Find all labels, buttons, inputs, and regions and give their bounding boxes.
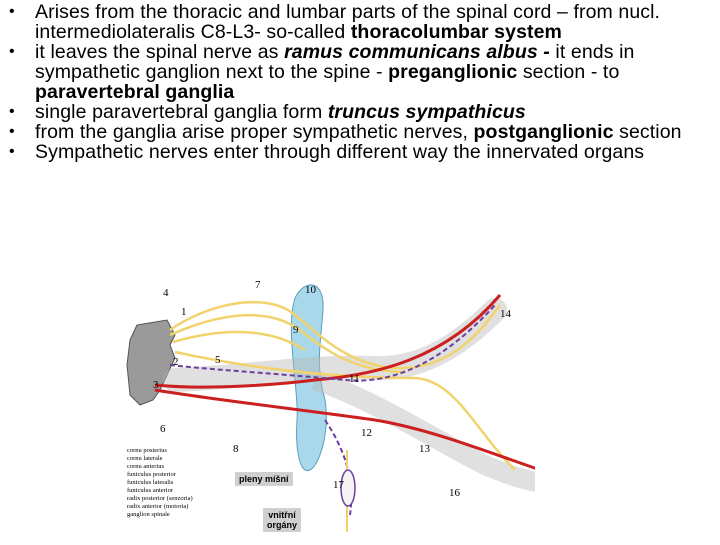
bullet-item: • from the ganglia arise proper sympathe…: [0, 122, 720, 142]
figure-number: 11: [349, 373, 360, 385]
legend-item: funiculus lateralis: [127, 479, 174, 486]
bullet-text: it leaves the spinal nerve as ramus comm…: [35, 41, 634, 103]
bullet-list: • Arises from the thoracic and lumbar par…: [0, 2, 720, 162]
legend-item: radix anterior (motoria): [127, 503, 188, 510]
bullet-emphasis: truncus sympathicus: [327, 101, 526, 123]
bullet-text-run: single paravertebral ganglia form: [35, 101, 328, 123]
bullet-emphasis: paravertebral ganglia: [35, 81, 235, 103]
spinal-cord-illustration: 1 2 3 4 5 6 7 8 9 10 11 12 13 14 15 16 1…: [126, 279, 565, 532]
bullet-text: Sympathetic nerves enter through differe…: [35, 141, 644, 163]
bullet-dot: •: [9, 43, 15, 60]
legend-item: cornu laterale: [127, 455, 163, 462]
legend-item: radix posterior (senzoria): [127, 495, 193, 502]
legend-item: cornu anterius: [127, 463, 164, 470]
bullet-text-run: from the ganglia arise proper sympatheti…: [35, 121, 474, 143]
bullet-dot: •: [9, 103, 15, 120]
bullet-text: single paravertebral ganglia form truncu…: [35, 101, 526, 123]
bullet-dot: •: [9, 3, 15, 20]
lower-branch-trunk: [311, 370, 547, 494]
sensory-fibers: [169, 300, 516, 471]
organs-label-line: vnitřní: [268, 510, 296, 520]
bullet-item: • it leaves the spinal nerve as ramus co…: [0, 42, 720, 102]
figure-number: 7: [255, 279, 261, 291]
bullet-emphasis: postganglionic: [473, 121, 614, 143]
figure-number: 4: [163, 287, 169, 299]
organs-label-line: orgány: [267, 520, 298, 530]
bullet-text-run: section - to: [517, 61, 620, 83]
preganglionic-fibers: [154, 294, 556, 477]
bullet-emphasis: ramus communicans albus -: [284, 41, 550, 63]
bullet-dot: •: [9, 123, 15, 140]
bullet-item: • Arises from the thoracic and lumbar par…: [0, 2, 720, 42]
bullet-text-run: Sympathetic nerves enter through differe…: [35, 141, 645, 163]
figure-number: 10: [305, 284, 317, 296]
figure-numbers: 1 2 3 4 5 6 7 8 9 10 11 12 13 14 15 16 1…: [153, 279, 565, 499]
legend-item: ganglion spinale: [127, 511, 170, 518]
figure-number: 14: [500, 308, 512, 320]
spinal-nerve-trunk: [163, 298, 507, 392]
figure-number: 12: [361, 427, 372, 439]
figure-legend: cornu posterius cornu laterale cornu ant…: [127, 447, 193, 518]
bullet-text-run: it leaves the spinal nerve as: [35, 41, 285, 63]
bullet-emphasis: thoracolumbar system: [350, 21, 562, 43]
figure-number: 1: [181, 306, 187, 318]
figure-number: 9: [293, 324, 299, 336]
bullet-text: Arises from the thoracic and lumbar part…: [35, 1, 660, 43]
legend-item: cornu posterius: [127, 447, 167, 454]
bullet-text-run: it ends in sympathetic ganglion next to …: [35, 41, 635, 83]
bullet-item: • single paravertebral ganglia form trunc…: [0, 102, 720, 122]
plexus-label: pleny míšní: [235, 472, 293, 486]
figure-number: 13: [419, 443, 431, 455]
figure-number: 2: [173, 356, 179, 368]
bullet-text-run: Arises from the thoracic and lumbar part…: [35, 1, 661, 43]
bullet-text: from the ganglia arise proper sympatheti…: [35, 121, 682, 143]
legend-item: funiculus posterior: [127, 471, 177, 478]
legend-item: funiculus anterior: [127, 487, 174, 494]
figure-number: 8: [233, 443, 239, 455]
bullet-dot: •: [9, 143, 15, 160]
spinal-cord-figure: 1 2 3 4 5 6 7 8 9 10 11 12 13 14 15 16 1…: [115, 270, 565, 540]
figure-number: 16: [449, 487, 461, 499]
bullet-emphasis: preganglionic: [388, 61, 518, 83]
figure-number: 17: [333, 479, 345, 491]
bullet-item: • Sympathetic nerves enter through differ…: [0, 142, 720, 162]
organs-label: vnitřní orgány: [263, 508, 302, 532]
visceral-ganglion-shape: [340, 469, 356, 507]
figure-number: 6: [160, 423, 166, 435]
figure-number: 3: [153, 379, 159, 391]
figure-number: 5: [215, 354, 221, 366]
bullet-text-run: section: [613, 121, 682, 143]
